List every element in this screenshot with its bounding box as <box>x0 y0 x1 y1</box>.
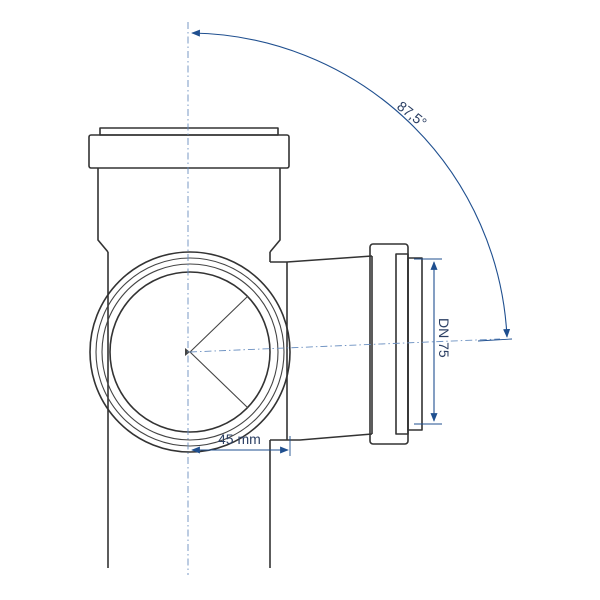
main-pipe <box>88 127 290 568</box>
socket-left-wall <box>97 168 109 253</box>
radius-line-lower <box>189 351 249 409</box>
opening-inner-bore <box>109 271 271 433</box>
side-branch <box>270 243 423 445</box>
opening-rim-3 <box>101 263 279 441</box>
branch-top-wall <box>270 255 373 263</box>
center-marker <box>185 348 190 356</box>
angle-extension-line <box>477 338 513 342</box>
offset-label: 45 mm <box>218 431 261 447</box>
top-socket-ring <box>88 134 290 169</box>
branch-socket-inner-band <box>395 253 409 435</box>
diameter-dimension: DN 75 <box>414 258 452 425</box>
angle-dimension: 87,5° <box>191 29 513 342</box>
opening-outer-rim <box>89 251 291 453</box>
dn-label: DN 75 <box>436 318 452 358</box>
radius-line-upper <box>189 295 249 353</box>
horizontal-centerline <box>189 338 501 353</box>
top-socket-lip <box>99 127 279 136</box>
socket-right-wall <box>269 168 281 253</box>
angle-arc <box>191 29 511 338</box>
branch-socket-lip <box>407 257 423 431</box>
branch-bottom-wall <box>270 433 373 441</box>
opening-rim-2 <box>95 257 285 447</box>
center-lines <box>187 22 501 575</box>
offset-dimension: 45 mm <box>191 431 291 456</box>
